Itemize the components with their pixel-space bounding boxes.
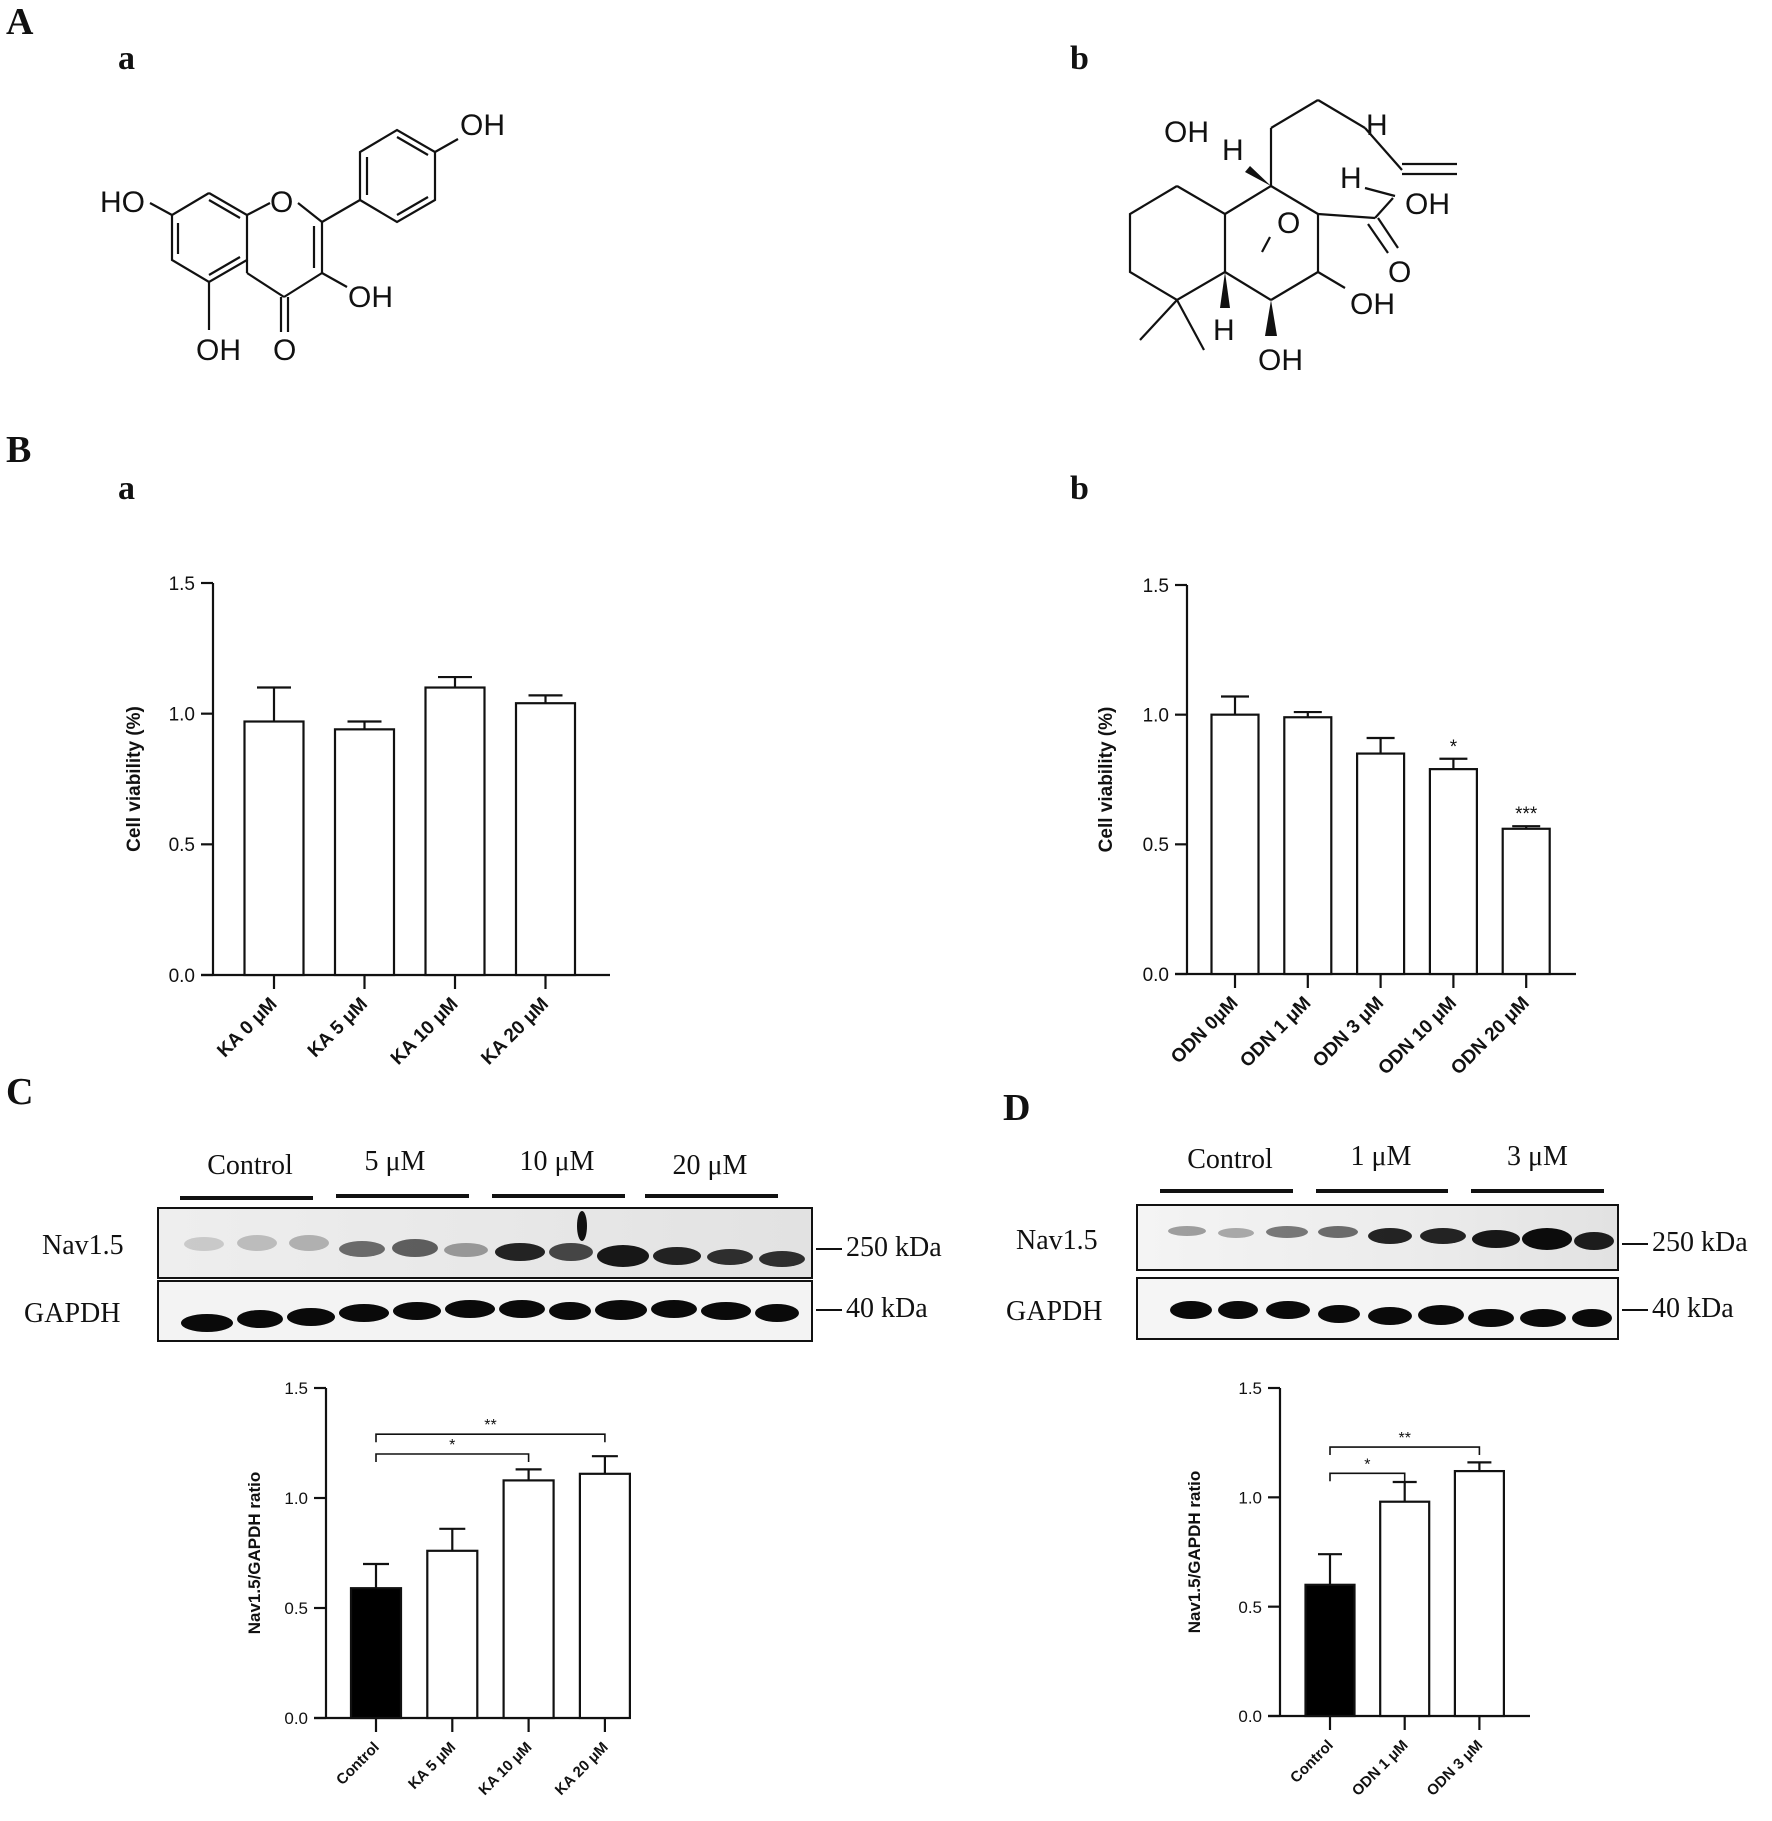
svg-text:H: H [1213,314,1235,347]
y-tick-label: 0.0 [1238,1707,1262,1726]
blot-group-line [180,1196,313,1200]
blot-marker-label: 40 kDa [1622,1293,1734,1324]
y-tick-label: 1.5 [284,1379,308,1398]
significance-bracket-label: ** [484,1417,496,1434]
y-tick-label: 1.5 [1238,1379,1262,1398]
y-tick-label: 1.5 [1143,576,1169,597]
y-axis-label: Cell viability (%) [124,706,145,852]
significance-bracket-label: * [449,1437,455,1454]
y-tick-label: 0.5 [1143,835,1169,856]
significance-marker: *** [1515,804,1538,825]
y-tick-label: 1.0 [1143,706,1169,727]
blot-group-label: Control [1187,1144,1273,1175]
blot-row-label: GAPDH [24,1298,121,1329]
svg-text:H: H [1340,162,1362,195]
y-tick-label: 1.0 [169,705,195,726]
blot-group-label: 10 μM [519,1146,595,1177]
y-tick-label: 0.0 [169,966,195,987]
x-tick-label: ODN 3 μM [1424,1737,1487,1800]
panel-letter-d: D [1003,1087,1031,1129]
bar [1210,713,1260,976]
svg-text:OH: OH [1258,344,1303,377]
svg-text:O: O [270,186,293,219]
y-tick-label: 0.5 [284,1599,308,1618]
blot-row-label: Nav1.5 [42,1230,124,1261]
subpanel-letter-b-a: a [118,470,135,507]
x-tick-label: ODN 1 μM [1349,1737,1412,1800]
svg-text:OH: OH [348,281,393,314]
blot-row-label: Nav1.5 [1016,1225,1098,1256]
blot-group-label: Control [207,1150,293,1181]
blot-marker-label: 40 kDa [816,1293,928,1324]
blot-group-line [645,1194,778,1198]
y-tick-label: 0.0 [1143,965,1169,986]
bar [426,1549,479,1720]
svg-text:OH: OH [1350,288,1395,321]
svg-text:O: O [1388,256,1411,289]
significance-marker: * [1450,737,1458,758]
svg-text:OH: OH [1164,116,1209,149]
blot-image-nav15 [157,1207,813,1279]
subpanel-letter-a-a: a [118,40,135,77]
blot-image-nav15 [1136,1204,1619,1271]
bar [1283,716,1333,976]
y-tick-label: 0.0 [284,1709,308,1728]
svg-text:OH: OH [1405,188,1450,221]
bar [1379,1500,1431,1718]
svg-text:OH: OH [196,334,241,367]
y-tick-label: 1.5 [169,574,195,595]
svg-text:HO: HO [100,186,145,219]
panel-letter-a: A [6,1,34,43]
svg-text:H: H [1222,134,1244,167]
svg-text:H: H [1366,109,1388,142]
panel-letter-c: C [6,1071,34,1113]
y-tick-label: 1.0 [1238,1488,1262,1507]
blot-group-line [492,1194,625,1198]
svg-text:OH: OH [460,109,505,142]
blot-group-label: 3 μM [1507,1141,1568,1172]
subpanel-letter-a-b: b [1070,40,1089,77]
blot-group-line [1316,1189,1448,1193]
bar [1453,1469,1506,1718]
svg-text:O: O [1277,207,1300,240]
blot-group-line [336,1194,469,1198]
blot-marker-label: 250 kDa [1622,1227,1748,1258]
blot-image-gapdh [157,1280,813,1342]
panel-letter-b: B [6,429,32,471]
y-axis-label: Nav1.5/GAPDH ratio [245,1472,264,1635]
bar [1304,1583,1356,1718]
blot-group-label: 20 μM [672,1150,748,1181]
y-tick-label: 0.5 [169,835,195,856]
blot-row-label: GAPDH [1006,1296,1103,1327]
subpanel-letter-b-b: b [1070,470,1089,507]
x-tick-label: Control [1287,1737,1337,1787]
blot-image-gapdh [1136,1277,1619,1340]
significance-bracket-label: * [1364,1456,1370,1473]
bar [424,686,486,977]
blot-group-label: 5 μM [364,1146,426,1177]
bar [578,1472,632,1720]
y-tick-label: 0.5 [1238,1598,1262,1617]
y-axis-label: Cell viability (%) [1096,707,1117,853]
blot-marker-label: 250 kDa [816,1232,942,1263]
y-axis-label: Nav1.5/GAPDH ratio [1185,1471,1204,1634]
blot-group-label: 1 μM [1350,1141,1412,1172]
svg-text:O: O [273,334,296,367]
significance-bracket-label: ** [1398,1430,1410,1447]
blot-group-line [1160,1189,1293,1193]
y-tick-label: 1.0 [284,1489,308,1508]
blot-group-line [1471,1189,1604,1193]
